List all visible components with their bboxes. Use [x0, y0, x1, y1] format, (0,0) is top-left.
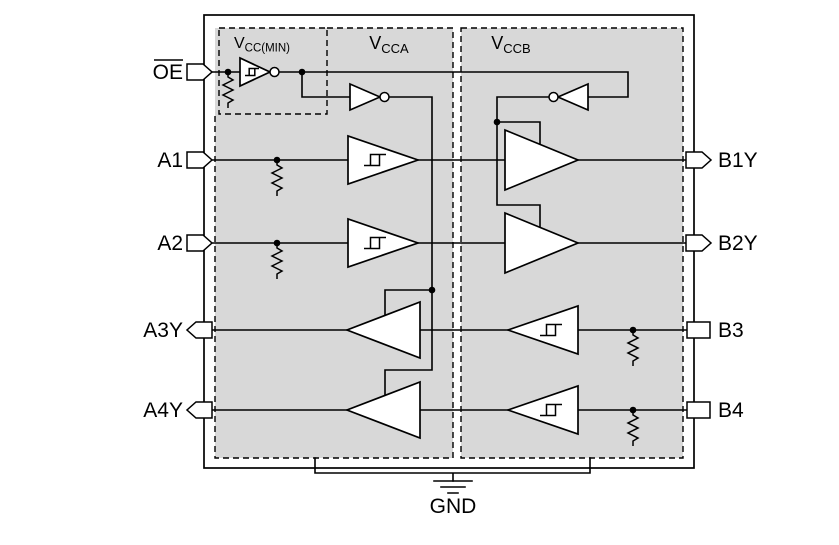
- junction-dots: [224, 68, 637, 414]
- ground-bars-icon: [433, 480, 473, 494]
- vcca-region-border: [214, 27, 454, 459]
- pin-a3y: [185, 321, 213, 339]
- pin-b2y: [685, 234, 713, 252]
- inverter-bubble-icon: [548, 91, 559, 103]
- hysteresis-icon: [245, 67, 259, 77]
- hysteresis-icon: [540, 403, 562, 417]
- vccb-label: VCCB: [491, 33, 530, 56]
- gnd-label: GND: [430, 495, 477, 518]
- vccb-region-border: [460, 27, 684, 459]
- pin-b1y: [685, 151, 713, 169]
- pin-label-b3: B3: [718, 319, 744, 342]
- b-domain-enable-inverter: [548, 82, 589, 112]
- junction-dot: [298, 68, 306, 76]
- oe-schmitt-inverter: [239, 56, 280, 88]
- b-enable-inverter-triangle: [555, 82, 589, 112]
- pin-b3: [686, 321, 711, 339]
- a4y-output-buffer: [344, 380, 421, 440]
- a3y-output-buffer: [344, 300, 421, 360]
- a1-schmitt-buffer-triangle: [347, 134, 421, 186]
- b2y-output-buffer: [504, 211, 581, 275]
- vcc-min-label-base: V: [234, 35, 245, 52]
- hysteresis-icon: [540, 323, 562, 337]
- b4-schmitt-buffer-triangle: [505, 384, 579, 436]
- a2-schmitt-buffer: [347, 217, 421, 269]
- junction-dot: [273, 156, 281, 164]
- vcc-min-label-sub: CC(MIN): [245, 43, 291, 55]
- pin-label-a4y: A4Y: [143, 399, 183, 422]
- b4-schmitt-buffer: [505, 384, 579, 436]
- vccb-label-base: V: [491, 33, 503, 53]
- a-domain-enable-net: [384, 96, 433, 396]
- hysteresis-icon: [364, 153, 386, 167]
- gnd-symbol: GND: [430, 480, 477, 518]
- pin-label-a2: A2: [157, 232, 183, 255]
- pin-label-a3y: A3Y: [143, 319, 183, 342]
- a2-schmitt-buffer-triangle: [347, 217, 421, 269]
- inverter-bubble-icon: [379, 91, 390, 103]
- vcc-min-region-border: [218, 27, 328, 115]
- inverter-bubble-icon: [269, 66, 280, 78]
- pin-a1: [186, 151, 214, 169]
- junction-dot: [493, 118, 501, 126]
- oe-pulldown-resistor: [221, 72, 235, 108]
- junction-dot: [629, 406, 637, 414]
- junction-dot: [629, 326, 637, 334]
- a-domain-enable-inverter: [349, 82, 390, 112]
- oe-enable-net: [278, 71, 629, 98]
- a-enable-inverter-triangle: [349, 82, 383, 112]
- hysteresis-icon: [364, 236, 386, 250]
- vccb-label-sub: CCB: [503, 41, 530, 56]
- pin-label-b4: B4: [718, 399, 744, 422]
- b3-pulldown-resistor: [626, 330, 640, 366]
- pin-label-b2y: B2Y: [718, 232, 758, 255]
- b3-schmitt-buffer: [505, 304, 579, 356]
- gnd-net: [314, 457, 591, 482]
- pin-label-oe: OE: [153, 61, 183, 84]
- b1y-output-buffer: [504, 128, 581, 192]
- b3-schmitt-buffer-triangle: [505, 304, 579, 356]
- pin-oe: [186, 63, 214, 81]
- junction-dot: [273, 239, 281, 247]
- b-domain-enable-net: [496, 96, 550, 228]
- vcc-min-label: VCC(MIN): [234, 35, 290, 55]
- junction-dot: [428, 286, 436, 294]
- junction-dot: [224, 68, 232, 76]
- pin-a4y: [185, 401, 213, 419]
- a1-schmitt-buffer: [347, 134, 421, 186]
- a1-pulldown-resistor: [270, 160, 284, 196]
- vcca-label: VCCA: [369, 33, 409, 56]
- vcca-label-sub: CCA: [381, 41, 409, 56]
- pin-label-a1: A1: [157, 149, 183, 172]
- vcca-label-base: V: [369, 33, 381, 53]
- pin-label-b1y: B1Y: [718, 149, 758, 172]
- pin-a2: [186, 234, 214, 252]
- b4-pulldown-resistor: [626, 410, 640, 446]
- a2-pulldown-resistor: [270, 243, 284, 279]
- pin-b4: [686, 401, 711, 419]
